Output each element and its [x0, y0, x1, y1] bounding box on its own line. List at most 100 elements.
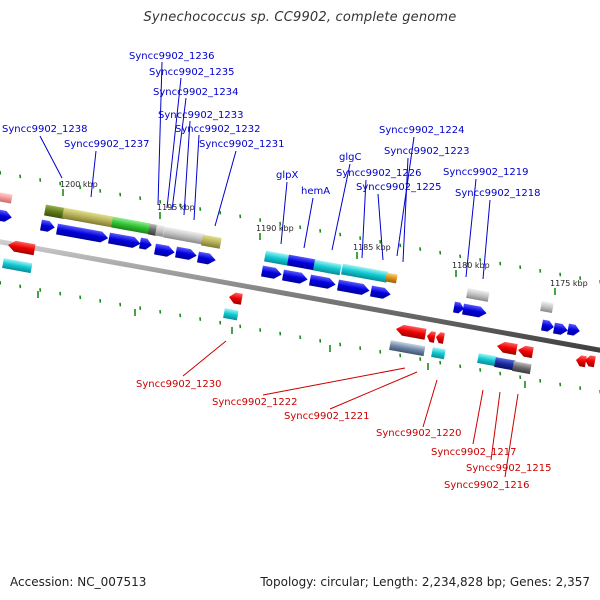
gene-arrow [175, 246, 197, 260]
cog-block [512, 361, 532, 375]
cog-block [155, 224, 165, 237]
gene-arrow [139, 237, 152, 250]
cog-block [44, 204, 66, 219]
gene-body [341, 263, 389, 283]
gene-arrow-shape [585, 355, 596, 368]
connector-line [331, 163, 351, 251]
gene-body [389, 340, 426, 357]
gene-arrow [462, 303, 487, 318]
gene-label: Syncc9902_1236 [129, 51, 215, 62]
gene-body [0, 191, 13, 204]
gene-label: Syncc9902_1217 [431, 447, 517, 458]
gene-label: Syncc9902_1226 [336, 168, 422, 179]
gene-body [44, 204, 66, 219]
connector-line [377, 193, 384, 261]
gene-label: Syncc9902_1234 [153, 87, 239, 98]
gene-arrow-shape [396, 324, 427, 340]
connector-line [465, 178, 477, 278]
cog-block [385, 272, 398, 284]
genome-backbone [0, 239, 600, 353]
gene-arrow-shape [576, 355, 587, 368]
gene-body [148, 223, 158, 236]
gene-body [494, 357, 516, 371]
cog-block [264, 250, 290, 266]
gene-body [62, 207, 114, 228]
gene-body [466, 288, 490, 302]
gene-body [155, 224, 165, 237]
gene-label: Syncc9902_1220 [376, 428, 462, 439]
gene-arrow-shape [56, 223, 109, 243]
kbp-label: 1190 kbp [256, 224, 294, 233]
gene-body [385, 272, 398, 284]
gene-arrow-shape [229, 292, 243, 305]
gene-body [287, 254, 316, 271]
gene-arrow [40, 219, 55, 232]
gene-label: Syncc9902_1219 [443, 167, 529, 178]
connector-line [39, 135, 63, 179]
cog-block [389, 340, 426, 357]
gene-arrow-shape [40, 219, 55, 232]
kbp-labels: 1200 kbp 1195 kbp 1190 kbp 1185 kbp 1180… [60, 180, 588, 288]
gene-arrow-shape [497, 341, 518, 355]
gene-body [2, 258, 33, 274]
gene-body [163, 226, 205, 245]
kbp-label: 1175 kbp [550, 279, 588, 288]
connector-line [90, 150, 97, 198]
gene-arrow-shape [462, 303, 487, 318]
gene-arrow-shape [8, 240, 36, 256]
gene-label: Syncc9902_1215 [466, 463, 552, 474]
gene-arrow [0, 209, 12, 222]
gene-body [477, 353, 497, 367]
gene-arrow [8, 240, 36, 256]
gene-arrow-shape [567, 323, 580, 336]
gene-label: Syncc9902_1218 [455, 188, 541, 199]
connector-line [193, 134, 200, 221]
cog-block [163, 226, 205, 245]
cog-block [540, 301, 554, 314]
connector-line [422, 379, 438, 428]
kbp-label: 1195 kbp [157, 203, 195, 212]
kbp-label: 1185 kbp [353, 243, 391, 252]
top-gene-labels: Syncc9902_1236 Syncc9902_1235 Syncc9902_… [2, 51, 541, 199]
connector-line [166, 77, 182, 209]
gene-label: Syncc9902_1230 [136, 379, 222, 390]
gene-label: Syncc9902_1231 [199, 139, 285, 150]
gene-arrow-shape [337, 279, 370, 295]
gene-body [431, 347, 446, 360]
cog-block [201, 234, 222, 249]
gene-label: glpX [276, 170, 298, 181]
cog-block [477, 353, 497, 367]
gene-arrow-shape [154, 243, 175, 257]
cog-block [341, 263, 389, 283]
gene-arrow-shape [427, 331, 436, 343]
gene-arrow [497, 341, 518, 355]
kbp-label: 1200 kbp [60, 180, 98, 189]
gene-body [111, 216, 151, 235]
gene-arrow [108, 232, 141, 248]
gene-arrow-shape [541, 319, 554, 332]
gene-arrow [197, 251, 216, 265]
gene-arrow-shape [518, 345, 534, 359]
label-connector-lines [39, 61, 519, 478]
gene-label: Syncc9902_1222 [212, 397, 298, 408]
connector-line [472, 389, 484, 445]
gene-arrow [576, 355, 587, 368]
gene-arrow [229, 292, 243, 305]
kbp-tick-marks [0, 170, 600, 394]
cog-block [466, 288, 490, 302]
gene-label: Syncc9902_1221 [284, 411, 370, 422]
gene-arrow [370, 285, 391, 299]
gene-label: Syncc9902_1225 [356, 182, 442, 193]
connector-line [482, 199, 491, 280]
gene-arrow-shape [282, 269, 308, 284]
gene-body [223, 308, 239, 321]
gene-arrow [154, 243, 175, 257]
gene-arrow [396, 324, 427, 340]
gene-arrow [427, 331, 436, 343]
genome-info-text: Topology: circular; Length: 2,234,828 bp… [260, 575, 590, 589]
gene-arrow-shape [175, 246, 197, 260]
gene-arrow-shape [261, 265, 282, 279]
gene-arrow-shape [453, 301, 464, 314]
gene-arrow [585, 355, 596, 368]
cog-block [111, 216, 151, 235]
